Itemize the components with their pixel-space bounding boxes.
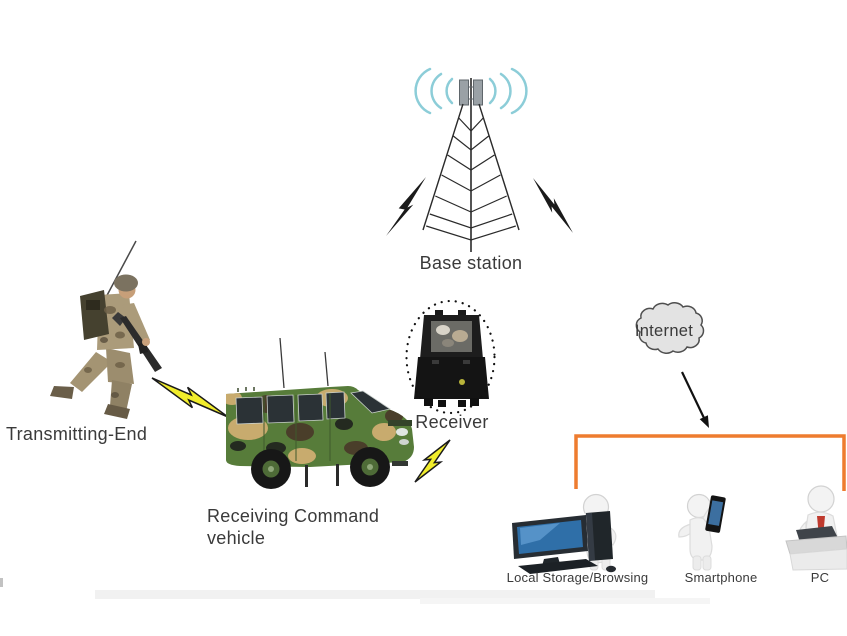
vehicle-wheel-rear xyxy=(251,449,291,489)
receiver-device-icon xyxy=(405,299,496,415)
pc-figure-icon xyxy=(785,485,847,571)
signal-bolt-tower-left-icon xyxy=(386,177,426,236)
local-storage-figure-icon xyxy=(512,493,617,574)
internet-cloud-icon xyxy=(635,302,705,354)
soldier-icon xyxy=(50,240,162,419)
receiver-dotted-ellipse xyxy=(405,299,496,415)
headlight xyxy=(396,428,408,436)
backpack-radio xyxy=(80,290,109,340)
base-station-icon xyxy=(414,67,528,252)
vehicle-wheel-front xyxy=(350,447,390,487)
figure-head xyxy=(807,485,835,513)
signal-bolt-soldier-vehicle-icon xyxy=(151,377,229,418)
keyboard xyxy=(518,559,598,574)
distribution-bracket xyxy=(574,434,846,491)
radio-antenna xyxy=(103,240,137,302)
desktop-computer-icon xyxy=(512,511,616,574)
tower-lattice xyxy=(422,103,520,241)
pc-label: PC xyxy=(810,570,830,585)
vehicle-label: Receiving Command vehicle xyxy=(207,506,380,548)
antenna-panels xyxy=(459,78,483,252)
internet-arrow xyxy=(681,371,709,428)
radio-waves-icon xyxy=(414,67,528,115)
mouse xyxy=(606,565,616,573)
signal-bolt-tower-right-icon xyxy=(533,178,573,233)
base-station-label: Base station xyxy=(419,253,523,273)
transmitting-end-label: Transmitting-End xyxy=(6,424,148,444)
vehicle-windows xyxy=(235,390,392,425)
signal-bolt-vehicle-receiver-icon xyxy=(414,439,451,483)
scan-artifacts xyxy=(0,578,710,604)
internet-label: Internet xyxy=(634,322,694,340)
helmet xyxy=(114,274,138,292)
vehicle-antennas xyxy=(279,337,329,389)
command-vehicle-icon xyxy=(226,337,414,489)
local-storage-label: Local Storage/Browsing xyxy=(506,570,649,585)
receiver-label: Receiver xyxy=(415,412,489,432)
smartphone-icon xyxy=(705,495,726,533)
smartphone-label: Smartphone xyxy=(684,570,758,585)
smartphone-figure-icon xyxy=(678,493,726,571)
